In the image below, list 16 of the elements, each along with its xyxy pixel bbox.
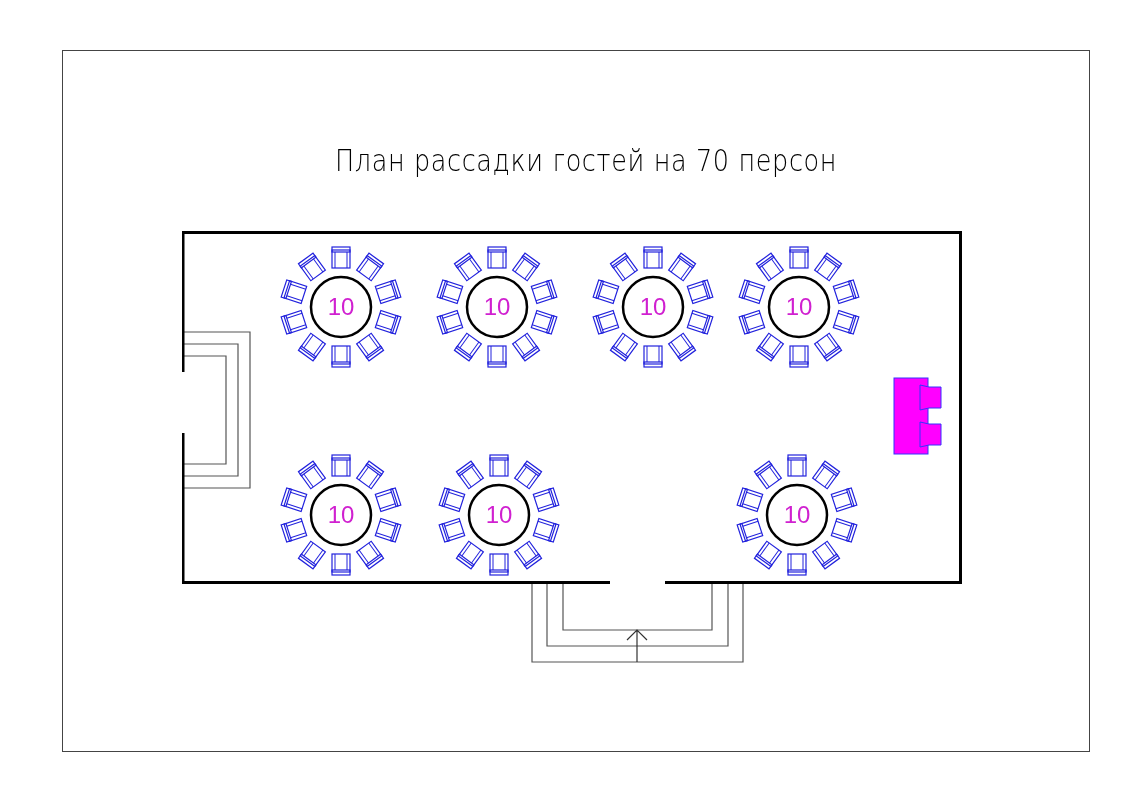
seat-count: 10 — [785, 295, 813, 319]
seat-count: 10 — [327, 503, 355, 527]
hall-floor-plan — [182, 231, 962, 584]
round-table — [735, 453, 859, 577]
round-table — [591, 245, 715, 369]
round-table — [279, 245, 403, 369]
seat-count: 10 — [483, 295, 511, 319]
plan-title: План рассадки гостей на 70 персон — [333, 142, 839, 180]
round-table — [737, 245, 861, 369]
seat-count: 10 — [639, 295, 667, 319]
round-table — [435, 245, 559, 369]
seat-count: 10 — [485, 503, 513, 527]
seat-count: 10 — [327, 295, 355, 319]
round-table — [279, 453, 403, 577]
seat-count: 10 — [783, 503, 811, 527]
round-table — [437, 453, 561, 577]
